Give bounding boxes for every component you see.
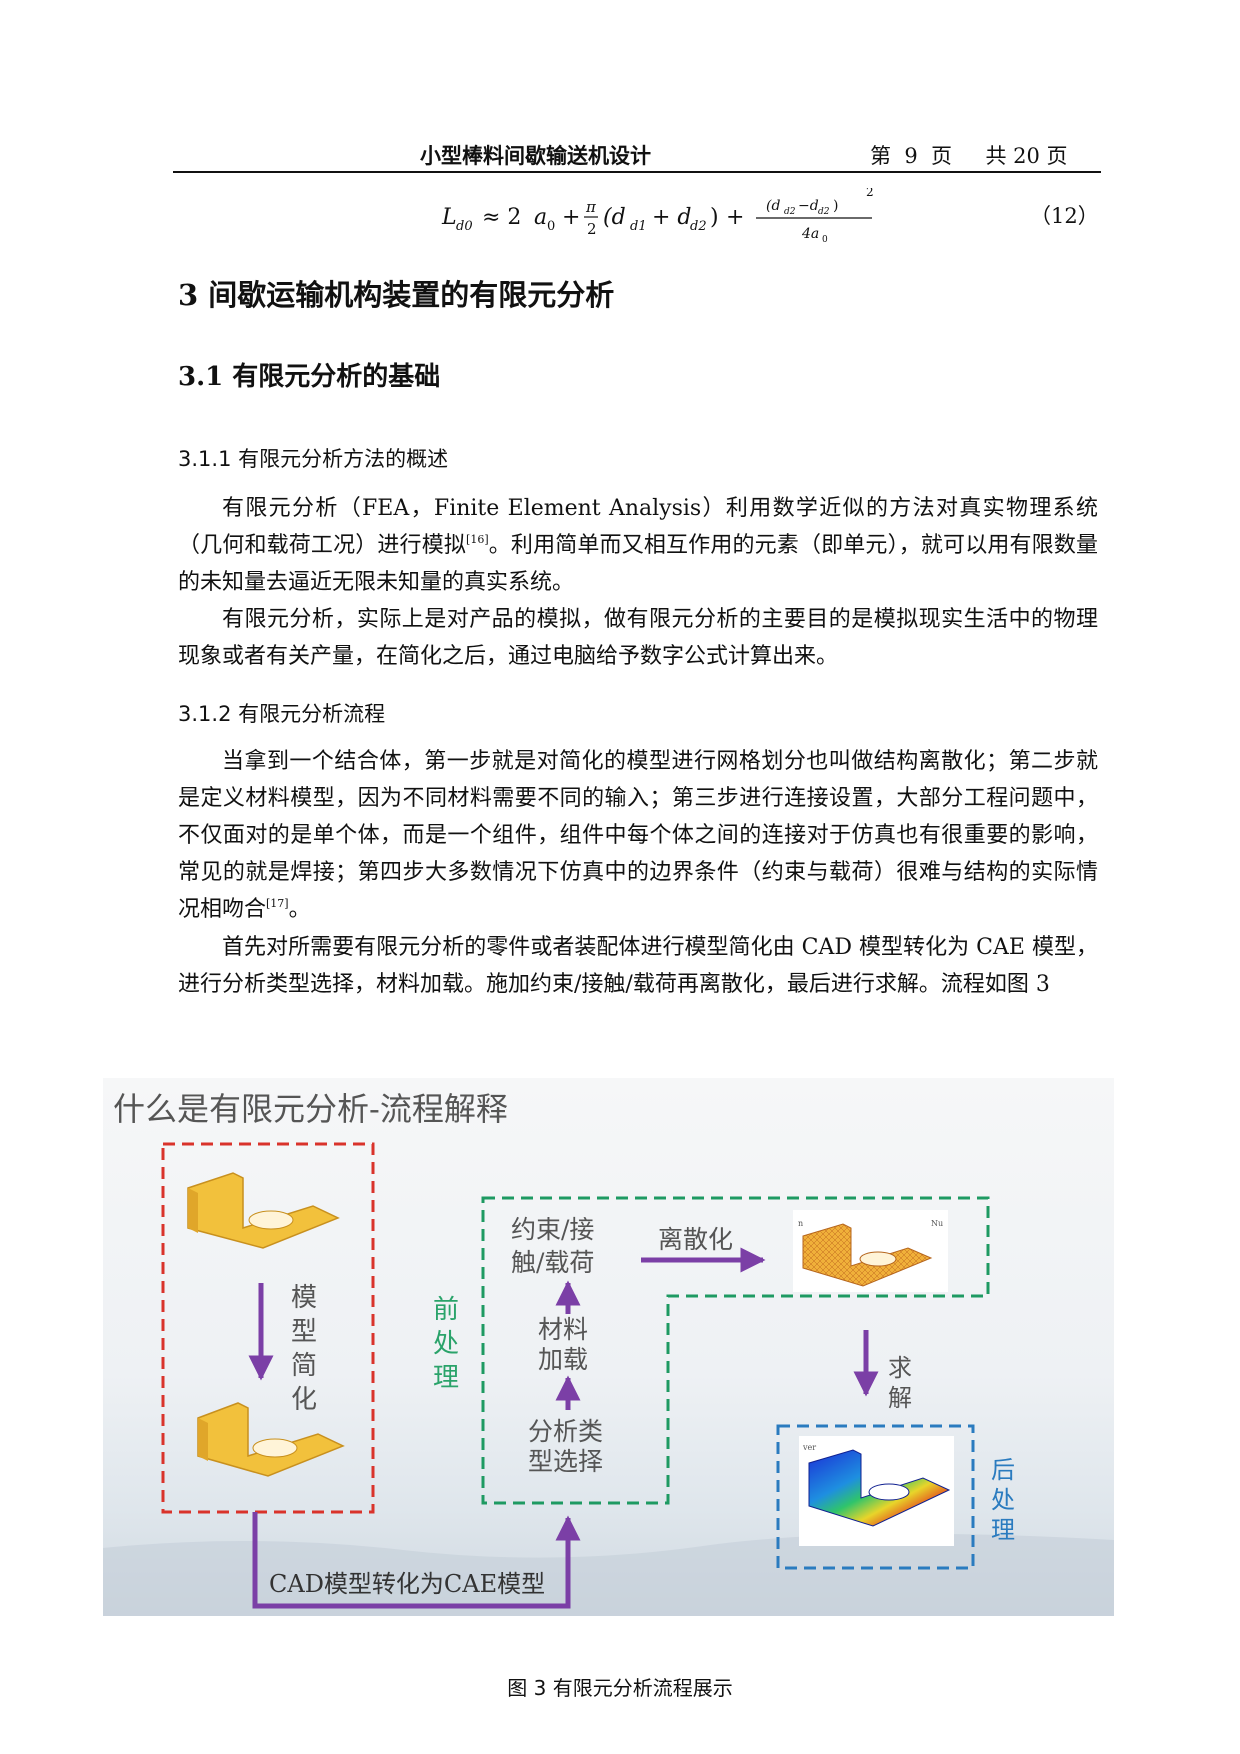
paragraph-text: 有限元分析（FEA，Finite Element Analysis）利用数学近似… xyxy=(178,496,1098,558)
pre-processing-char: 理 xyxy=(433,1363,459,1393)
pre-processing-char: 处 xyxy=(433,1329,459,1359)
figure-caption: 图 3 有限元分析流程展示 xyxy=(507,1676,733,1700)
eq-paren-open: (d xyxy=(603,205,626,230)
eq-num-sub-2: d2 xyxy=(818,207,830,217)
model-simplify-char: 简 xyxy=(291,1351,317,1381)
eq-approx: ≈ 2 xyxy=(482,205,521,230)
eq-d1-sub: d1 xyxy=(630,219,647,234)
paragraph-fea-definition: 有限元分析（FEA，Finite Element Analysis）利用数学近似… xyxy=(178,490,1098,601)
eq-lhs: L xyxy=(441,205,457,230)
running-header-page-number: 第 9 页 共 20 页 xyxy=(870,144,1068,168)
equation-number: （12） xyxy=(1030,204,1099,228)
paragraph-fea-flow: 首先对所需要有限元分析的零件或者装配体进行模型简化由 CAD 模型转化为 CAE… xyxy=(178,935,1098,997)
pre-processing-char: 前 xyxy=(433,1295,459,1325)
part-stress-result xyxy=(808,1449,951,1527)
mesh-tiny-label: n xyxy=(798,1219,803,1228)
eq-pi: π xyxy=(585,198,597,216)
eq-num-close: ) xyxy=(833,198,838,214)
eq-lhs-sub: d0 xyxy=(456,219,473,234)
citation-17: [17] xyxy=(266,897,289,910)
material-label: 材料 xyxy=(538,1315,588,1344)
eq-plus-2: + xyxy=(726,205,744,230)
part-model-simplified xyxy=(197,1402,345,1477)
eq-plus-d: + d xyxy=(652,205,692,230)
equation-12: L d0 ≈ 2 a 0 + π 2 (d d1 + d d2 ) + (d d… xyxy=(441,188,874,245)
paragraph-fea-purpose: 有限元分析，实际上是对产品的模拟，做有限元分析的主要目的是模拟现实生活中的物理现… xyxy=(178,607,1098,669)
subsubsection-heading-process: 3.1.2 有限元分析流程 xyxy=(178,702,386,726)
post-processing-box xyxy=(776,1424,975,1570)
model-simplify-char: 模 xyxy=(291,1283,317,1313)
section-heading: 3 间歇运输机构装置的有限元分析 xyxy=(178,278,615,312)
eq-two: 2 xyxy=(587,220,597,238)
eq-a: a xyxy=(534,205,547,230)
eq-den-sub: 0 xyxy=(822,235,828,245)
paragraph-text: 。 xyxy=(288,897,311,922)
fea-flow-figure: 什么是有限元分析-流程解释 模 型 简 化 前 处 理 约束/接 触/载荷 材料… xyxy=(103,1078,1114,1616)
eq-num-exponent: 2 xyxy=(866,188,874,199)
analysis-type-label: 分析类 xyxy=(528,1417,603,1446)
eq-num-sub-1: d2 xyxy=(784,207,796,217)
part-model-original xyxy=(187,1172,340,1249)
constraint-label: 触/载荷 xyxy=(511,1248,594,1277)
figure-title: 什么是有限元分析-流程解释 xyxy=(113,1090,508,1128)
solve-char: 求 xyxy=(888,1354,912,1382)
material-label: 加载 xyxy=(538,1345,588,1374)
model-simplify-char: 型 xyxy=(291,1317,317,1347)
eq-d2-sub: d2 xyxy=(690,219,707,234)
running-header-title: 小型棒料间歇输送机设计 xyxy=(420,144,651,168)
cad-to-cae-label: CAD模型转化为CAE模型 xyxy=(269,1570,545,1598)
header-rule xyxy=(173,171,1101,173)
solve-char: 解 xyxy=(888,1384,912,1412)
eq-denominator: 4a xyxy=(801,226,819,242)
post-processing-char: 理 xyxy=(991,1516,1015,1544)
eq-paren-close: ) xyxy=(710,205,719,230)
post-processing-char: 处 xyxy=(991,1486,1015,1514)
subsubsection-heading-overview: 3.1.1 有限元分析方法的概述 xyxy=(178,447,449,471)
paragraph-fea-steps: 当拿到一个结合体，第一步就是对简化的模型进行网格划分也叫做结构离散化；第二步就是… xyxy=(178,743,1098,928)
analysis-type-label: 型选择 xyxy=(528,1447,603,1476)
result-tiny-label: ver xyxy=(802,1443,816,1452)
model-simplify-box xyxy=(161,1142,375,1514)
mesh-tiny-label: Nu xyxy=(931,1219,943,1228)
part-meshed xyxy=(802,1223,933,1287)
pre-processing-box xyxy=(481,1196,990,1505)
eq-a-sub: 0 xyxy=(547,219,555,234)
eq-numerator: (d xyxy=(766,198,780,214)
discretize-label: 离散化 xyxy=(658,1225,733,1254)
subsection-heading: 3.1 有限元分析的基础 xyxy=(178,362,441,392)
eq-plus-1: + xyxy=(562,205,580,230)
model-simplify-char: 化 xyxy=(291,1385,317,1415)
constraint-label: 约束/接 xyxy=(511,1215,594,1244)
paragraph-text: 当拿到一个结合体，第一步就是对简化的模型进行网格划分也叫做结构离散化；第二步就是… xyxy=(178,749,1098,922)
citation-16: [16] xyxy=(466,533,489,546)
post-processing-char: 后 xyxy=(991,1456,1015,1484)
paragraph-text: 。利用简单而又相互作用的元素（即单元），就可以用有限数量的未知量去逼近无限未知量… xyxy=(178,533,1098,595)
eq-num-mid: −d xyxy=(798,198,819,214)
